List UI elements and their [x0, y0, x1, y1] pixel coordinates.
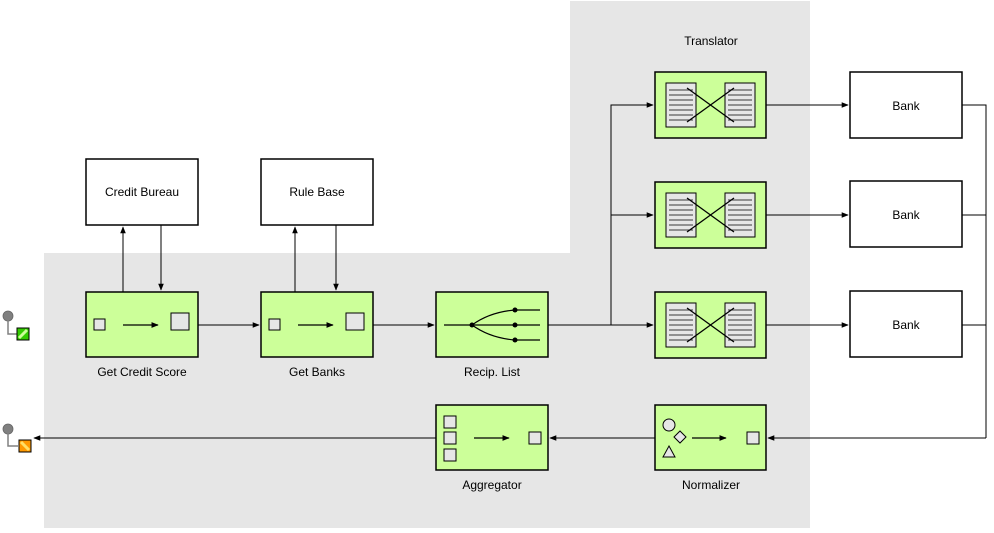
translator-group-label: Translator — [684, 34, 738, 48]
bank-label-2: Bank — [892, 208, 920, 222]
recip-list-component[interactable] — [435, 291, 549, 358]
recipient-list-icon — [444, 307, 540, 343]
translator-component-2[interactable] — [654, 181, 767, 249]
connector-recip-to-translator-1 — [610, 102, 654, 325]
get-credit-score-label: Get Credit Score — [97, 365, 187, 379]
content-enricher-icon — [93, 312, 190, 331]
rule-base-box[interactable]: Rule Base — [260, 158, 374, 226]
message-translator-icon — [665, 82, 756, 128]
get-banks-label: Get Banks — [289, 365, 345, 379]
normalizer-component[interactable] — [654, 404, 767, 471]
bank-box-3[interactable]: Bank — [849, 290, 963, 358]
message-translator-icon — [665, 192, 756, 238]
credit-bureau-box[interactable]: Credit Bureau — [85, 158, 199, 226]
process-region — [44, 1, 810, 528]
content-enricher-icon — [268, 312, 365, 331]
bank-box-1[interactable]: Bank — [849, 71, 963, 139]
translator-component-1[interactable] — [654, 71, 767, 139]
recip-list-label: Recip. List — [464, 365, 521, 379]
aggregator-label: Aggregator — [462, 478, 521, 492]
message-endpoint-out-icon[interactable] — [2, 423, 32, 453]
aggregator-icon — [443, 415, 542, 462]
bank-box-2[interactable]: Bank — [849, 180, 963, 248]
connector-bank-1-return — [962, 104, 987, 438]
credit-bureau-label: Credit Bureau — [105, 185, 179, 199]
translator-component-3[interactable] — [654, 291, 767, 359]
bank-label-1: Bank — [892, 99, 920, 113]
bank-label-3: Bank — [892, 318, 920, 332]
aggregator-component[interactable] — [435, 404, 549, 471]
rule-base-label: Rule Base — [289, 185, 345, 199]
normalizer-label: Normalizer — [682, 478, 740, 492]
get-banks-component[interactable] — [260, 291, 374, 358]
get-credit-score-component[interactable] — [85, 291, 199, 358]
normalizer-icon — [662, 418, 760, 458]
message-translator-icon — [665, 302, 756, 348]
message-endpoint-in-icon[interactable] — [2, 310, 30, 341]
connectors — [33, 102, 987, 441]
